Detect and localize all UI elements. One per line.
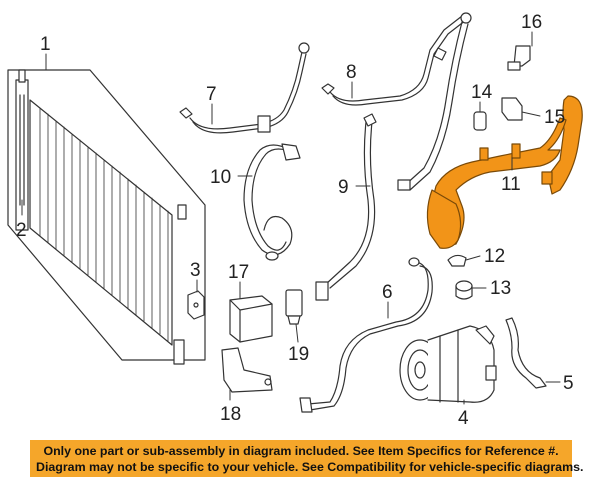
- disclaimer-line-1: Only one part or sub-assembly in diagram…: [43, 444, 559, 458]
- callout-8: 8: [346, 62, 357, 83]
- callout-15: 15: [544, 107, 565, 128]
- callout-4: 4: [458, 408, 469, 429]
- disclaimer-banner: Only one part or sub-assembly in diagram…: [30, 440, 584, 477]
- callout-12: 12: [484, 246, 505, 267]
- callout-17: 17: [228, 262, 249, 283]
- sensor-part-19: [285, 289, 303, 325]
- hose-part-10: [243, 143, 301, 261]
- condenser-part-1: [7, 69, 206, 365]
- callout-11: 11: [501, 174, 521, 195]
- callout-19: 19: [288, 344, 309, 365]
- ac-system-exploded-diagram: 1 2 3 4 5 6 7 8 9 10 11 12 13 14 15 16 1…: [7, 12, 583, 429]
- callout-18: 18: [220, 404, 241, 425]
- cap-part-12: [447, 254, 467, 267]
- callout-6: 6: [382, 282, 393, 303]
- callout-13: 13: [490, 278, 511, 299]
- bracket-part-18: [221, 347, 273, 393]
- sensor-part-16: [507, 45, 531, 71]
- valve-part-14: [473, 111, 487, 131]
- callout-2: 2: [16, 220, 27, 241]
- hose-assembly-part-11: [426, 95, 583, 249]
- compressor-part-4: [399, 325, 497, 403]
- disclaimer-line-2: Diagram may not be specific to your vehi…: [36, 460, 584, 474]
- pressure-line-part-8: [321, 12, 472, 106]
- suction-hose-long: [397, 21, 469, 191]
- callout-5: 5: [563, 373, 574, 394]
- liquid-line-part-7: [179, 42, 310, 134]
- bracket-part-3: [187, 290, 205, 320]
- callout-3: 3: [190, 260, 201, 281]
- hose-part-9: [315, 113, 377, 301]
- control-module-part-17: [229, 295, 273, 343]
- leader-lines: [21, 31, 561, 405]
- hose-part-6: [299, 257, 433, 413]
- callout-labels: 1 2 3 4 5 6 7 8 9 10 11 12 13 14 15 16 1…: [16, 12, 574, 429]
- switch-part-15: [501, 97, 523, 121]
- callout-14: 14: [471, 82, 493, 103]
- callout-16: 16: [521, 12, 542, 33]
- seal-part-13: [455, 280, 473, 300]
- receiver-drier-part-2: [19, 94, 25, 206]
- bracket-part-5: [505, 317, 547, 389]
- callout-9: 9: [338, 177, 349, 198]
- callout-7: 7: [206, 84, 217, 105]
- callout-10: 10: [210, 167, 231, 188]
- callout-1: 1: [40, 34, 51, 55]
